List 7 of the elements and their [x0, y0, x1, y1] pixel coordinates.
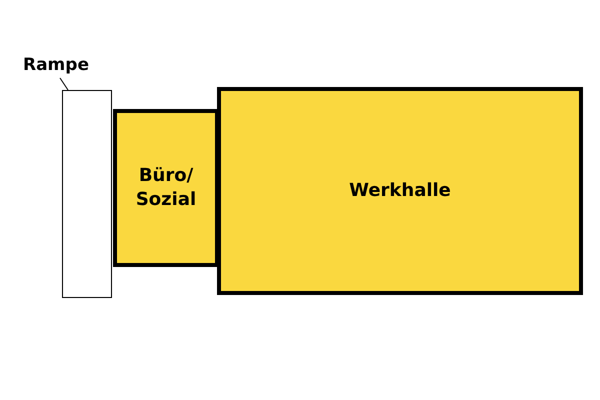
- ramp-area: [62, 90, 112, 298]
- office-room: [113, 109, 219, 267]
- hall-room: [217, 87, 583, 295]
- room-label: Büro/ Sozial: [134, 164, 198, 212]
- area-label: Rampe: [16, 52, 96, 78]
- room-label: Werkhalle: [349, 178, 451, 203]
- leader-line: [60, 78, 68, 90]
